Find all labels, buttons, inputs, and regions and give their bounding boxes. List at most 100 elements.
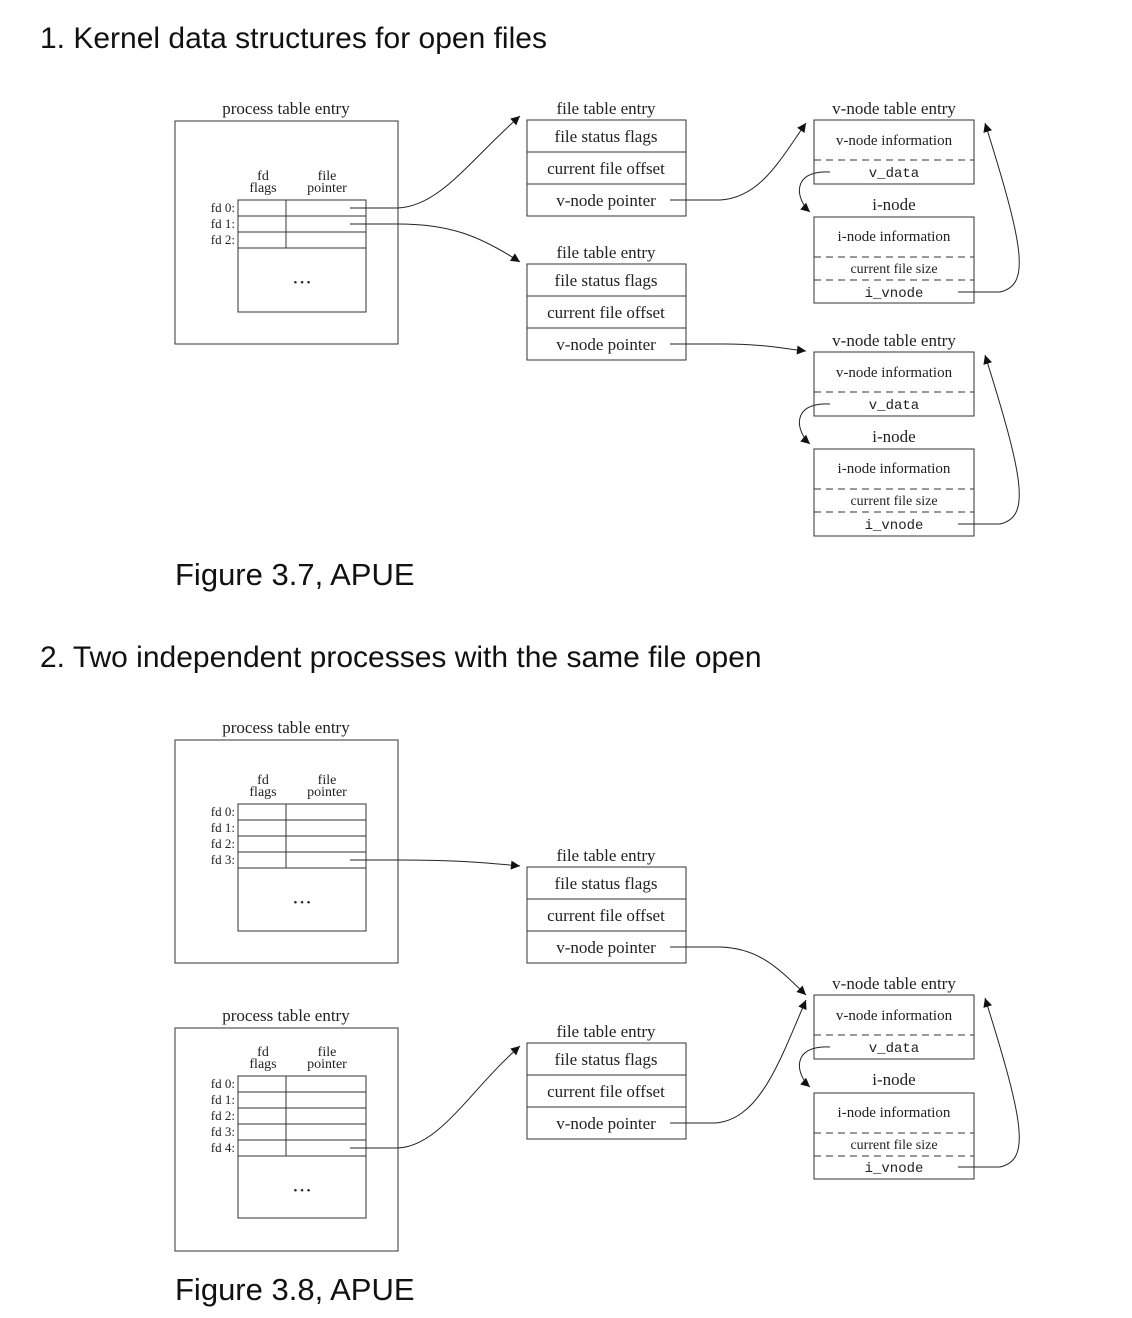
arrow-fd0-to-file-table-a [350,115,521,209]
p1-fd-1-label: fd 1: [211,820,235,835]
file-status-flags-b: file status flags [555,271,658,290]
v-node-a-box [813,119,975,185]
v-data-a: v_data [869,166,919,182]
file-table-entry-d-box [526,1042,687,1140]
current-file-size-a: current file size [850,262,937,277]
file-table-entry-b-label: file table entry [556,243,656,262]
v-node-table-entry-a: v-node table entry v-node information v_… [813,99,975,304]
v-node-pointer-d: v-node pointer [556,1114,656,1133]
p1-fd-table-ellipsis: • • • [293,897,310,909]
fd-0-label: fd 0: [211,200,235,215]
file-status-flags-d: file status flags [555,1050,658,1069]
arrow-ivnode-shared-to-vnode [958,997,1020,1168]
v-node-information-b: v-node information [836,365,953,381]
figure-3-7-arrows [350,115,1020,525]
section-1-heading: 1. Kernel data structures for open files [40,22,547,55]
file-table-entry-d-label: file table entry [556,1022,656,1041]
file-pointer-header: pointer [307,181,347,196]
fd-flags-header-2-top: fd [257,1045,269,1060]
fd-flags-header-1: flags [249,785,276,800]
fd-flags-header-1-top: fd [257,773,269,788]
arrow-fd1-to-file-table-b [350,223,521,263]
i-node-information-shared: i-node information [838,1105,951,1121]
process-table-entry: process table entry fd flags file pointe… [174,99,399,345]
file-table-entry-c-label: file table entry [556,846,656,865]
v-node-table-entry-a-label: v-node table entry [832,99,956,118]
arrow-p1-fd3-to-file-table-c [350,859,521,870]
p2-fd-4-label: fd 4: [211,1140,235,1155]
i-node-information-a: i-node information [838,229,951,245]
p2-fd-1-label: fd 1: [211,1092,235,1107]
file-pointer-header-2-top: file [318,1045,337,1060]
file-pointer-header-1: pointer [307,785,347,800]
current-file-offset-d: current file offset [547,1082,665,1101]
p2-fd-3-label: fd 3: [211,1124,235,1139]
current-file-offset-c: current file offset [547,906,665,925]
file-table-entry-b: file table entry file status flags curre… [526,243,687,361]
i-vnode-shared: i_vnode [865,1161,924,1177]
file-pointer-header-1-top: file [318,773,337,788]
i-node-a-label: i-node [872,195,915,214]
i-node-b-label: i-node [872,427,915,446]
figure-3-7-caption: Figure 3.7, APUE [175,557,415,592]
v-node-information-shared: v-node information [836,1008,953,1024]
v-node-b-box [813,351,975,417]
p2-fd-0-label: fd 0: [211,1076,235,1091]
arrow-vptr-b-to-vnode-b [670,343,807,355]
i-node-a-box [813,216,975,304]
file-table-entry-b-box [526,263,687,361]
fd-table [237,199,367,313]
figure-3-8-caption: Figure 3.8, APUE [175,1272,415,1307]
arrow-p2-fd4-to-file-table-d [350,1045,521,1149]
file-status-flags-c: file status flags [555,874,658,893]
fd-flags-header: flags [249,181,276,196]
file-pointer-header-2: pointer [307,1057,347,1072]
arrow-vptr-d-to-shared-vnode [670,999,807,1124]
v-node-shared-box [813,994,975,1060]
figure-3-7: process table entry fd flags file pointe… [174,99,1020,537]
v-node-table-entry-shared-label: v-node table entry [832,974,956,993]
arrow-vdata-a-to-inode-a [798,171,831,213]
i-node-b-box [813,448,975,537]
i-node-shared-box [813,1092,975,1180]
arrow-vptr-c-to-shared-vnode [670,946,807,996]
file-table-entry-a-label: file table entry [556,99,656,118]
p1-fd-3-label: fd 3: [211,852,235,867]
arrow-vdata-b-to-inode-b [798,403,831,445]
v-node-table-entry-shared: v-node table entry v-node information v_… [813,974,975,1180]
fd-table-ellipsis: • • • [293,277,310,289]
i-node-shared-label: i-node [872,1070,915,1089]
file-table-entry-d: file table entry file status flags curre… [526,1022,687,1140]
process-table-entry-1: process table entry fd flags file pointe… [174,718,399,964]
v-node-information-a: v-node information [836,133,953,149]
fd-1-label: fd 1: [211,216,235,231]
fd-flags-header-top: fd [257,169,269,184]
file-table-entry-a-box [526,119,687,217]
current-file-offset-b: current file offset [547,303,665,322]
arrow-vptr-a-to-vnode-a [670,122,807,201]
arrow-ivnode-b-to-vnode-b [958,354,1020,525]
process-table-entry-2: process table entry fd flags file pointe… [174,1006,399,1252]
file-table-entry-a: file table entry file status flags curre… [526,99,687,217]
file-pointer-header-top: file [318,169,337,184]
p2-fd-2-label: fd 2: [211,1108,235,1123]
i-vnode-a: i_vnode [865,286,924,302]
figure-3-8-arrows [350,859,1020,1168]
v-data-shared: v_data [869,1041,919,1057]
process-table-entry-2-label: process table entry [222,1006,350,1025]
v-node-pointer-c: v-node pointer [556,938,656,957]
v-node-table-entry-b: v-node table entry v-node information v_… [813,331,975,537]
v-node-pointer-b: v-node pointer [556,335,656,354]
file-table-entry-c-box [526,866,687,964]
p1-fd-2-label: fd 2: [211,836,235,851]
current-file-size-shared: current file size [850,1138,937,1153]
arrow-vdata-shared-to-inode [798,1046,831,1088]
fd-2-label: fd 2: [211,232,235,247]
file-status-flags-a: file status flags [555,127,658,146]
p2-fd-table-ellipsis: • • • [293,1185,310,1197]
v-data-b: v_data [869,398,919,414]
v-node-pointer-a: v-node pointer [556,191,656,210]
file-table-entry-c: file table entry file status flags curre… [526,846,687,964]
section-2-heading: 2. Two independent processes with the sa… [40,641,762,674]
